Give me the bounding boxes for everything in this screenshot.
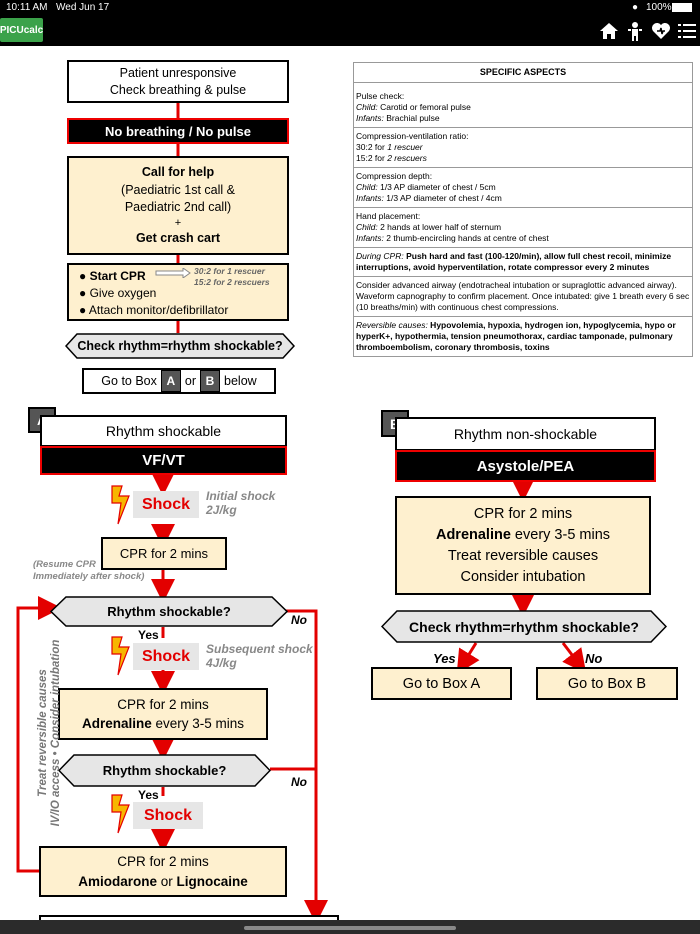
- rhythm-shockable-label-2: Rhythm shockable?: [102, 763, 227, 778]
- no-breathing-box: No breathing / No pulse: [67, 118, 289, 144]
- heart-icon[interactable]: [650, 20, 672, 42]
- start-line2: Check breathing & pulse: [109, 82, 247, 97]
- home-indicator[interactable]: [244, 926, 456, 930]
- nav-bar: [0, 16, 700, 46]
- menu-icon[interactable]: [676, 20, 698, 42]
- status-bar: 10:11 AM Wed Jun 17 ● 100%: [0, 0, 700, 16]
- wifi-icon: ●: [632, 2, 639, 13]
- cpr-item-monitor: ● Attach monitor/defibrillator: [79, 303, 229, 317]
- goto-box-a-button[interactable]: Go to Box A: [371, 667, 512, 700]
- lightning-icon: [111, 485, 130, 834]
- call-line2: (Paediatric 1st call &: [121, 182, 235, 197]
- aspect-airway: Consider advanced airway (endotracheal i…: [354, 276, 692, 316]
- aspect-causes: Reversible causes: Hypovolemia, hypoxia,…: [354, 316, 692, 356]
- box-b-title: Rhythm non-shockable: [395, 417, 656, 451]
- initial-shock-note: Initial shock 2J/kg: [206, 489, 276, 517]
- status-battery: 100%: [646, 2, 672, 13]
- specific-aspects-table: SPECIFIC ASPECTS Pulse check: Child: Car…: [353, 62, 693, 357]
- goto-box: Go to Box A or B below: [82, 368, 276, 394]
- cpr-box-2: CPR for 2 mins Adrenaline every 3-5 mins: [58, 688, 268, 740]
- arrow-right-icon: [155, 268, 191, 278]
- child-icon[interactable]: [624, 20, 646, 42]
- aspect-hands: Hand placement: Child: 2 hands at lower …: [354, 207, 692, 247]
- start-line1: Patient unresponsive: [119, 65, 237, 80]
- aspect-during-cpr: During CPR: Push hard and fast (100-120/…: [354, 247, 692, 276]
- resume-cpr-note: (Resume CPR Immediately after shock): [33, 559, 145, 582]
- battery-icon: [672, 3, 692, 12]
- call-line3: Paediatric 2nd call): [124, 200, 232, 214]
- aspects-header: SPECIFIC ASPECTS: [479, 67, 567, 77]
- aspect-ratio: Compression-ventilation ratio: 30:2 for …: [354, 127, 692, 167]
- aspect-pulse: Pulse check: Child: Carotid or femoral p…: [354, 82, 692, 127]
- call-line1: Call for help: [141, 165, 215, 179]
- check-rhythm-hex: [65, 333, 295, 359]
- cpr-item-oxygen: ● Give oxygen: [79, 286, 157, 300]
- cpr-ratio-note: 30:2 for 1 rescuer 15:2 for 2 rescuers: [194, 266, 270, 287]
- app-badge[interactable]: PICUcalc: [0, 18, 43, 42]
- box-b-check-label: Check rhythm=rhythm shockable?: [409, 618, 639, 635]
- box-b-no: No: [585, 651, 603, 666]
- aspect-depth: Compression depth: Child: 1/3 AP diamete…: [354, 167, 692, 207]
- box-a-title: Rhythm shockable: [40, 415, 287, 447]
- goto-tag-a[interactable]: A: [160, 370, 181, 392]
- rhythm-shockable-label-1: Rhythm shockable?: [107, 604, 231, 619]
- cpr-box-1: CPR for 2 mins: [101, 537, 227, 570]
- shock-3: Shock: [133, 802, 203, 829]
- box-a-subtitle: VF/VT: [40, 446, 287, 475]
- shock-1: Shock: [133, 491, 199, 518]
- no-label-1: No: [291, 613, 307, 627]
- goto-tag-b[interactable]: B: [200, 370, 221, 392]
- box-b-subtitle: Asystole/PEA: [395, 450, 656, 482]
- cpr-box-3: CPR for 2 mins Amiodarone or Lignocaine: [39, 846, 287, 897]
- subsequent-shock-note: Subsequent shock 4J/kg: [206, 642, 313, 670]
- yes-label-1: Yes: [138, 628, 159, 642]
- call-plus: +: [174, 216, 182, 229]
- home-icon[interactable]: [598, 20, 620, 42]
- no-label-2: No: [291, 775, 307, 789]
- shock-2: Shock: [133, 643, 199, 670]
- rhythm-shockable-hex-1: [50, 596, 288, 627]
- box-b-yes: Yes: [433, 651, 456, 666]
- check-rhythm-label: Check rhythm=rhythm shockable?: [77, 339, 283, 353]
- start-box: Patient unresponsive Check breathing & p…: [67, 60, 289, 103]
- call-line4: Get crash cart: [135, 230, 221, 245]
- yes-label-2: Yes: [138, 788, 159, 802]
- cpr-item-start: ● Start CPR: [79, 269, 146, 283]
- side-note: Treat reversible causes IV/IO access • C…: [37, 639, 62, 827]
- box-b-cpr: CPR for 2 mins Adrenaline every 3-5 mins…: [395, 496, 651, 595]
- rhythm-shockable-hex-2: [58, 754, 271, 787]
- box-b-check-hex: [381, 610, 667, 643]
- goto-box-b-button[interactable]: Go to Box B: [536, 667, 678, 700]
- status-time: 10:11 AM: [6, 2, 48, 13]
- status-date: Wed Jun 17: [56, 2, 110, 13]
- call-help-box: Call for help (Paediatric 1st call & Pae…: [67, 156, 289, 255]
